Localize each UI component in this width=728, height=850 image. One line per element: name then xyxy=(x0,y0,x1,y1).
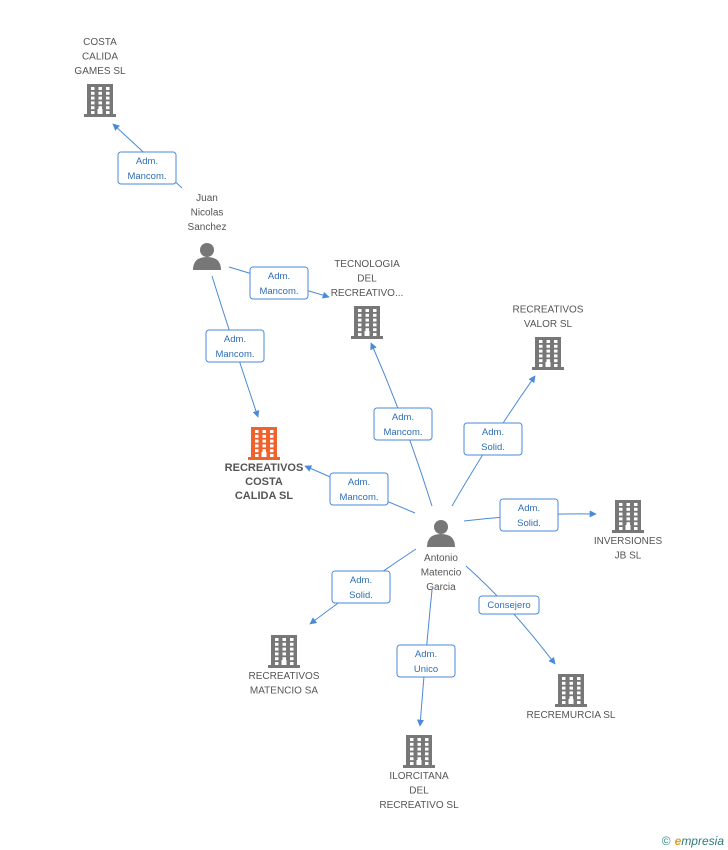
node-label: CALIDA SL xyxy=(235,490,294,502)
node-label: Nicolas xyxy=(191,208,224,219)
edge-label-text: Mancom. xyxy=(339,492,378,503)
edge-label-box xyxy=(117,151,177,185)
edge-labels-layer: Adm. Mancom. Adm. Mancom. Adm. Mancom. Adm. Man… xyxy=(117,151,559,678)
node-label: Matencio xyxy=(421,568,462,579)
node-label: GAMES SL xyxy=(74,66,126,77)
node-label: RECREATIVOS xyxy=(513,305,584,316)
edge-label-juan-tecno[interactable]: Adm. Mancom. xyxy=(249,266,309,300)
building-icon xyxy=(612,500,644,533)
edge-label-text: Adm. xyxy=(348,477,370,488)
edge-label-box xyxy=(329,472,389,506)
edge-label-antonio-inversiones[interactable]: Adm. Solid. xyxy=(499,498,559,532)
edge-label-box xyxy=(331,570,391,604)
node-matencio[interactable]: RECREATIVOS MATENCIO SA xyxy=(249,635,320,697)
node-label: TECNOLOGIA xyxy=(334,259,400,270)
node-label: RECREATIVO... xyxy=(331,288,404,299)
edge-label-text: Mancom. xyxy=(383,427,422,438)
edge-label-text: Adm. xyxy=(482,427,504,438)
edge-antonio-recremurcia xyxy=(465,565,556,665)
building-icon xyxy=(532,337,564,370)
edge-label-antonio-main[interactable]: Adm. Mancom. xyxy=(329,472,389,506)
building-icon xyxy=(268,635,300,668)
edge-label-antonio-valor[interactable]: Adm. Solid. xyxy=(463,422,523,456)
building-icon xyxy=(351,306,383,339)
node-label: COSTA xyxy=(83,37,117,48)
node-label: DEL xyxy=(357,274,377,285)
node-label: RECREMURCIA SL xyxy=(527,710,616,721)
node-label: JB SL xyxy=(615,551,642,562)
edge-label-box xyxy=(396,644,456,678)
node-label: Antonio xyxy=(424,553,458,564)
edge-label-box xyxy=(463,422,523,456)
copyright-icon: © xyxy=(661,834,671,848)
edge-label-box xyxy=(478,595,540,615)
node-main[interactable]: RECREATIVOS COSTA CALIDA SL xyxy=(225,427,304,502)
node-label: INVERSIONES xyxy=(594,536,663,547)
person-icon xyxy=(193,243,221,270)
node-label: RECREATIVO SL xyxy=(379,800,459,811)
edge-label-text: Mancom. xyxy=(259,286,298,297)
edge-label-text: Adm. xyxy=(224,334,246,345)
edge-label-text: Mancom. xyxy=(215,349,254,360)
node-costa-calida-games[interactable]: COSTA CALIDA GAMES SL xyxy=(74,37,126,117)
nodes-layer: COSTA CALIDA GAMES SL JuanNicolasSanchezTEC… xyxy=(74,37,662,811)
node-label: DEL xyxy=(409,786,429,797)
node-ilorcitana[interactable]: ILORCITANA DEL RECREATIVO SL xyxy=(379,735,459,811)
edge-label-box xyxy=(249,266,309,300)
edges-layer xyxy=(112,123,597,727)
edge-label-antonio-ilorcitana[interactable]: Adm. Unico xyxy=(396,644,456,678)
building-icon xyxy=(248,427,280,460)
person-icon xyxy=(427,520,455,547)
building-icon xyxy=(555,674,587,707)
edge-label-text: Adm. xyxy=(136,156,158,167)
edge-label-box xyxy=(373,407,433,441)
edge-label-text: Adm. xyxy=(392,412,414,423)
edge-label-text: Adm. xyxy=(518,503,540,514)
edge-label-text: Adm. xyxy=(415,649,437,660)
edge-label-text: Solid. xyxy=(481,442,505,453)
node-label: COSTA xyxy=(245,476,283,488)
edge-label-box xyxy=(205,329,265,363)
node-label: CALIDA xyxy=(82,52,118,63)
edge-label-antonio-recremurcia[interactable]: Consejero xyxy=(478,595,540,615)
node-tecnologia[interactable]: TECNOLOGIA DEL RECREATIVO... xyxy=(331,259,404,339)
copyright-footer: ©empresia xyxy=(662,834,724,848)
node-inversiones[interactable]: INVERSIONES JB SL xyxy=(594,500,663,562)
edge-label-box xyxy=(499,498,559,532)
edge-label-juan-games[interactable]: Adm. Mancom. xyxy=(117,151,177,185)
edge-label-text: Solid. xyxy=(517,518,541,529)
node-label: ILORCITANA xyxy=(389,771,449,782)
node-label: Garcia xyxy=(426,582,456,593)
edge-label-text: Unico xyxy=(414,664,438,675)
edge-label-antonio-matencio[interactable]: Adm. Solid. xyxy=(331,570,391,604)
edge-label-text: Consejero xyxy=(487,600,530,611)
node-label: Juan xyxy=(196,193,218,204)
node-recremurcia[interactable]: RECREMURCIA SL xyxy=(527,674,616,721)
node-label: Sanchez xyxy=(188,222,227,233)
edge-label-text: Solid. xyxy=(349,590,373,601)
node-valor[interactable]: RECREATIVOS VALOR SL xyxy=(513,305,584,371)
edge-label-text: Adm. xyxy=(350,575,372,586)
node-label: RECREATIVOS xyxy=(225,462,304,474)
building-icon xyxy=(403,735,435,768)
node-label: VALOR SL xyxy=(524,319,573,330)
edge-label-antonio-tecno[interactable]: Adm. Mancom. xyxy=(373,407,433,441)
brand-logo[interactable]: empresia xyxy=(674,834,724,848)
edge-label-text: Adm. xyxy=(268,271,290,282)
edge-label-text: Mancom. xyxy=(127,171,166,182)
edge-label-juan-main[interactable]: Adm. Mancom. xyxy=(205,329,265,363)
node-label: RECREATIVOS xyxy=(249,671,320,682)
node-label: MATENCIO SA xyxy=(250,686,318,697)
building-icon xyxy=(84,84,116,117)
